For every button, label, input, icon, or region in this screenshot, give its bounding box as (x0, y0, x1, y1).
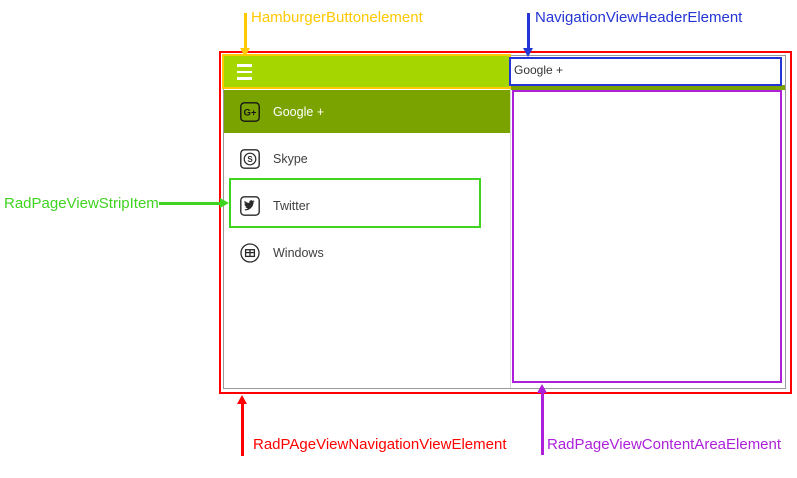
label-strip-item: RadPageViewStripItem (4, 195, 159, 212)
strip-item-twitter[interactable]: Twitter (224, 184, 510, 227)
hamburger-icon (237, 64, 252, 80)
svg-text:G+: G+ (244, 107, 257, 118)
strip-item-label: Twitter (273, 198, 310, 213)
strip-item-label: Skype (273, 151, 308, 166)
arrow-up-icon (237, 395, 247, 404)
strip-item-list: G+ Google + S Skype (224, 90, 510, 274)
sidebar-content-divider (510, 89, 511, 388)
windows-icon (239, 242, 261, 264)
label-navigationview-header: NavigationViewHeaderElement (535, 9, 743, 26)
google-plus-icon: G+ (239, 101, 261, 123)
navigationview-header: Google + (511, 56, 785, 85)
radpageview-navigationview-element: Google + G+ Google + S (223, 55, 786, 389)
label-hamburger-button: HamburgerButtonelement (251, 9, 423, 26)
strip-item-label: Windows (273, 245, 324, 260)
hamburger-button[interactable] (224, 56, 511, 89)
header-text: Google + (514, 63, 564, 77)
strip-item-windows[interactable]: Windows (224, 231, 510, 274)
label-content-area-element: RadPageViewContentAreaElement (547, 436, 782, 453)
skype-icon: S (239, 148, 261, 170)
selected-accent-strip (511, 85, 785, 90)
arrow-line-hamburger (244, 13, 247, 49)
content-area (513, 91, 782, 383)
twitter-icon (239, 195, 261, 217)
strip-item-google-plus[interactable]: G+ Google + (224, 90, 510, 133)
strip-item-label: Google + (273, 104, 325, 119)
arrow-line-navigationview (241, 403, 244, 456)
strip-item-skype[interactable]: S Skype (224, 137, 510, 180)
arrow-line-header (527, 13, 530, 49)
arrow-line-content-area (541, 392, 544, 455)
arrow-line-strip-item (159, 202, 221, 205)
svg-text:S: S (247, 154, 253, 163)
label-navigationview-element: RadPAgeViewNavigationViewElement (253, 436, 507, 453)
